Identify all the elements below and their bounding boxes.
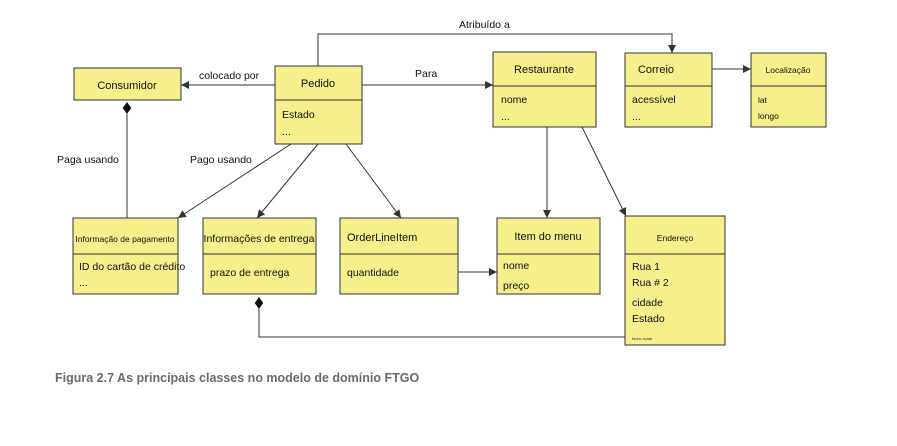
class-attr: Estado bbox=[282, 109, 315, 121]
class-attr: longo bbox=[758, 111, 779, 121]
class-attr: Rua 1 bbox=[632, 261, 660, 273]
edge-label-para: Para bbox=[415, 68, 437, 80]
class-name: Endereço bbox=[657, 233, 694, 243]
class-name: Consumidor bbox=[97, 80, 157, 92]
edge-pedido-orderline bbox=[345, 143, 402, 219]
class-attr: ... bbox=[632, 111, 641, 123]
edge-label-paga-usando: Paga usando bbox=[57, 154, 119, 166]
edge-pago-usando bbox=[177, 143, 292, 219]
class-consumidor: Consumidor bbox=[73, 67, 182, 101]
class-attr: cidade bbox=[632, 297, 663, 309]
class-localizacao: Localização lat longo bbox=[750, 52, 827, 128]
class-name: Pedido bbox=[301, 78, 335, 90]
edge-entrega-endereco bbox=[254, 297, 625, 338]
class-attr: lat bbox=[758, 95, 768, 105]
class-informacoes-entrega: Informações de entrega prazo de entrega bbox=[202, 217, 317, 295]
class-correio: Correio acessível ... bbox=[624, 52, 713, 128]
class-attr: ... bbox=[79, 277, 88, 289]
class-attr: ID do cartão de crédito bbox=[79, 261, 185, 273]
class-name: OrderLineItem bbox=[347, 232, 417, 244]
edge-atribuido bbox=[317, 33, 676, 66]
class-name: Localização bbox=[766, 65, 811, 75]
class-attr: ... bbox=[282, 126, 291, 138]
edge-restaurante-endereco bbox=[581, 126, 627, 217]
class-restaurante: Restaurante nome ... bbox=[492, 51, 597, 128]
class-name: Restaurante bbox=[514, 64, 574, 76]
class-name: Informações de entrega bbox=[204, 233, 315, 245]
class-attr: ... bbox=[501, 111, 510, 123]
class-pedido: Pedido Estado ... bbox=[274, 65, 363, 145]
class-orderlineitem: OrderLineItem quantidade bbox=[339, 217, 459, 295]
class-attr: quantidade bbox=[347, 267, 399, 279]
edge-pedido-entrega bbox=[256, 143, 319, 219]
class-attr: nome bbox=[501, 94, 527, 106]
class-attr: fecho eclair bbox=[632, 336, 653, 341]
class-name: Correio bbox=[638, 64, 674, 76]
class-name: Informação de pagamento bbox=[75, 234, 175, 244]
class-attr: Rua # 2 bbox=[632, 277, 669, 289]
class-attr: acessível bbox=[632, 94, 676, 106]
class-item-do-menu: Item do menu nome preço bbox=[496, 217, 601, 295]
edge-label-atribuido: Atribuído a bbox=[459, 19, 510, 31]
edge-label-colocado-por: colocado por bbox=[199, 70, 260, 82]
class-informacao-pagamento: Informação de pagamento ID do cartão de … bbox=[72, 217, 185, 295]
class-attr: nome bbox=[503, 260, 529, 272]
class-name: Item do menu bbox=[514, 231, 581, 243]
class-attr: preço bbox=[503, 280, 529, 292]
figure-caption: Figura 2.7 As principais classes no mode… bbox=[55, 371, 420, 385]
edge-label-pago-usando: Pago usando bbox=[190, 154, 252, 166]
class-attr: Estado bbox=[632, 313, 665, 325]
class-attr: prazo de entrega bbox=[210, 267, 290, 279]
class-endereco: Endereço Rua 1 Rua # 2 cidade Estado fec… bbox=[624, 215, 726, 346]
